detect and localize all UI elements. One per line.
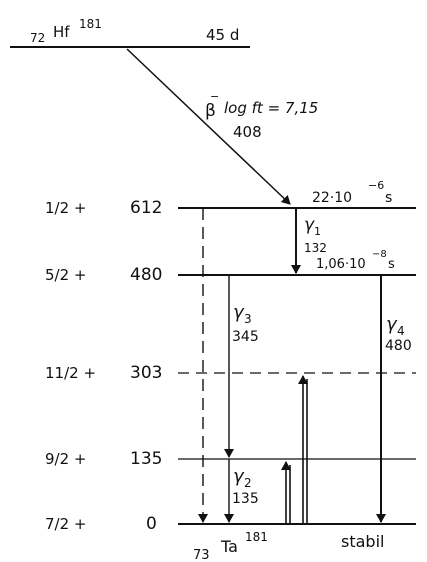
- parent-mass: 181: [79, 17, 102, 31]
- level-0-energy: 0: [146, 514, 157, 534]
- parent-halflife: 45 d: [206, 26, 239, 44]
- gamma-3-energy: 345: [232, 329, 259, 345]
- gamma-3-index: 3: [244, 312, 252, 326]
- beta-symbol: β: [205, 101, 216, 121]
- beta-decay-arrow: [126, 48, 291, 205]
- level-480-spin: 5/2 +: [45, 266, 86, 284]
- gamma-2-index: 2: [244, 476, 252, 490]
- level-612-spin: 1/2 +: [45, 199, 86, 217]
- level-612-energy: 612: [130, 198, 162, 218]
- parent-element: Hf: [53, 23, 70, 41]
- level-135-spin: 9/2 +: [45, 450, 86, 468]
- ground-state-status: stabil: [341, 532, 384, 551]
- daughter-z: 73: [193, 548, 210, 562]
- gamma-1-index: 1: [314, 225, 321, 238]
- beta-energy: 408: [233, 123, 262, 141]
- daughter-mass: 181: [245, 530, 268, 544]
- level-612-halflife-unit: s: [385, 190, 392, 206]
- beta-sign: −: [210, 90, 219, 103]
- level-480-halflife: 1,06·10: [316, 257, 366, 272]
- gamma-3-symbol: γ: [233, 302, 245, 323]
- parent-z: 72: [30, 31, 45, 45]
- gamma-4-energy: 480: [385, 338, 412, 354]
- gamma-2-energy: 135: [232, 491, 259, 507]
- gamma-4-index: 4: [397, 324, 405, 338]
- gamma-1-symbol: γ: [304, 215, 315, 235]
- level-135-energy: 135: [130, 449, 162, 469]
- logft-label: log ft = 7,15: [224, 99, 318, 117]
- level-303-energy: 303: [130, 363, 162, 383]
- level-612-halflife-exp: −6: [368, 179, 384, 192]
- level-0-spin: 7/2 +: [45, 515, 86, 533]
- level-612-halflife: 22·10: [312, 190, 352, 206]
- level-480-halflife-exp: −8: [372, 249, 387, 260]
- level-303-spin: 11/2 +: [45, 364, 96, 382]
- gamma-1-energy: 132: [304, 241, 327, 255]
- level-480-energy: 480: [130, 265, 162, 285]
- gamma-4-symbol: γ: [386, 314, 398, 335]
- daughter-element: Ta: [220, 537, 238, 556]
- gamma-2-symbol: γ: [233, 466, 245, 487]
- level-480-halflife-unit: s: [388, 257, 395, 272]
